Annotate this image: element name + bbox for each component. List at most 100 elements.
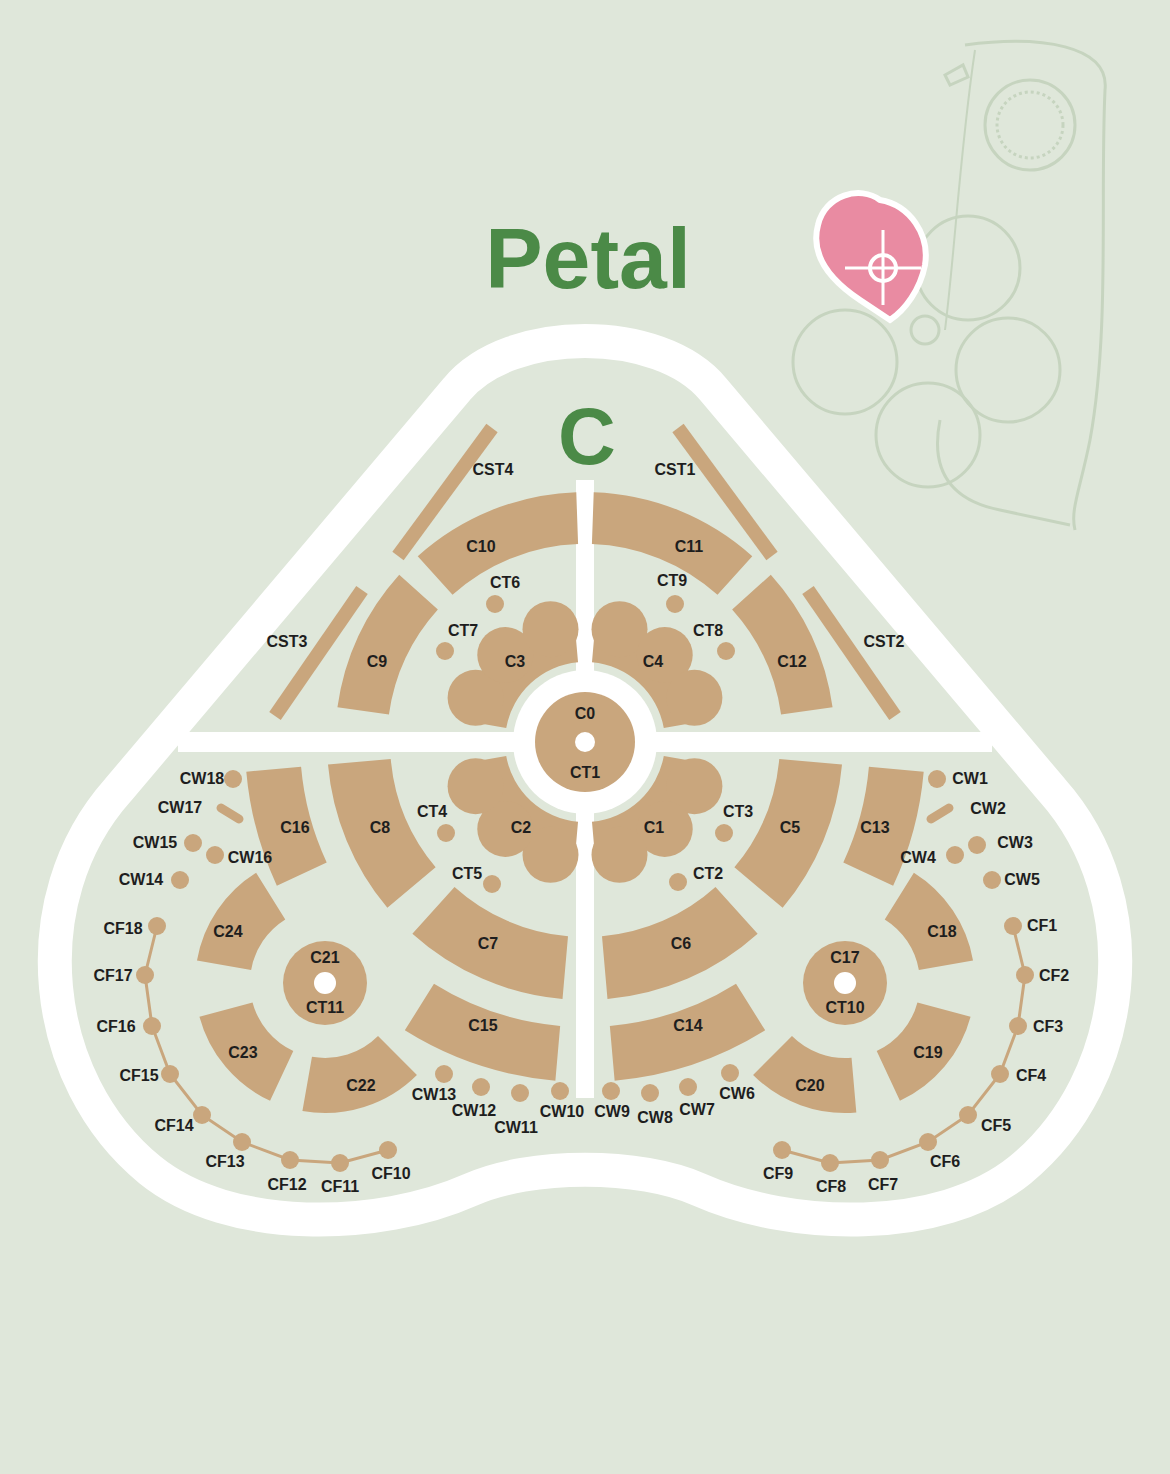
bed-shape [412, 887, 568, 999]
tree-dot [136, 966, 154, 984]
tree-dot [331, 1154, 349, 1172]
bed-shape [877, 1002, 971, 1100]
bed-code-label: CT8 [693, 622, 723, 640]
garden-bed: C23 [226, 1042, 259, 1064]
tree-dot [551, 1082, 569, 1100]
bed-label: C16 [280, 819, 309, 837]
tree-dot [143, 1017, 161, 1035]
tree-dot [959, 1106, 977, 1124]
ring-hole [575, 732, 595, 752]
garden-bed: C5 [778, 817, 802, 839]
garden-bed: C1 [642, 817, 666, 839]
garden-bed: C24 [211, 921, 244, 943]
bed-shape [283, 941, 367, 1025]
tree-dot [983, 871, 1001, 889]
bed-code-label: CST1 [655, 461, 696, 479]
bed-code-label: CW2 [970, 800, 1006, 818]
tree-dot [721, 1064, 739, 1082]
strip-bed [678, 428, 772, 556]
bed-shape [753, 1036, 856, 1113]
path-divider [576, 480, 594, 680]
garden-bed: C19 [911, 1042, 944, 1064]
bed-shape [302, 1036, 416, 1113]
bed-shape [602, 887, 758, 999]
bed-code-label: CW1 [952, 770, 988, 788]
garden-bed: C16 [278, 817, 311, 839]
tree-dot [717, 642, 735, 660]
bed-code-label: CF8 [816, 1178, 846, 1196]
bed-code-label: CST3 [267, 633, 308, 651]
tree-dot [1009, 1017, 1027, 1035]
bed-label: C9 [367, 653, 387, 671]
bed-label: C19 [913, 1044, 942, 1062]
bed-label: C8 [370, 819, 390, 837]
petal-outline [55, 341, 1115, 1220]
bed-code-label: CW15 [133, 834, 177, 852]
tree-dot [281, 1151, 299, 1169]
garden-bed: C7 [476, 933, 500, 955]
tree-dot [511, 1084, 529, 1102]
tree-dot [919, 1133, 937, 1151]
section-letter: C [558, 393, 616, 481]
bed-shape [535, 692, 635, 792]
bed-label: C23 [228, 1044, 257, 1062]
tree-dot [483, 875, 501, 893]
bed-code-label: CF15 [119, 1067, 158, 1085]
bed-code-label: CF2 [1039, 967, 1069, 985]
bed-code-label: CW10 [540, 1103, 584, 1121]
tree-dot [641, 1084, 659, 1102]
garden-bed: C11 [673, 536, 705, 558]
tree-dot [715, 824, 733, 842]
bed-label: C7 [478, 935, 498, 953]
tree-dot [437, 824, 455, 842]
bed-label: C13 [860, 819, 889, 837]
bed-label: C14 [673, 1017, 702, 1035]
bed-label: C24 [213, 923, 242, 941]
bed-shape [448, 758, 504, 814]
bed-code-label: CW11 [494, 1119, 538, 1137]
bed-code-label: CT2 [693, 865, 723, 883]
tree-dot [379, 1141, 397, 1159]
bed-shape [610, 984, 765, 1081]
garden-bed: C22 [344, 1075, 377, 1097]
bed-label: CT1 [570, 764, 600, 782]
garden-bed: C13 [858, 817, 891, 839]
tree-dot [224, 770, 242, 788]
bed-code-label: CW3 [997, 834, 1033, 852]
bed-code-label: CW12 [452, 1102, 496, 1120]
bed-label: C12 [777, 653, 806, 671]
bed-code-label: CW9 [594, 1103, 630, 1121]
garden-bed: C17CT10 [823, 947, 866, 1019]
bed-code-label: CF4 [1016, 1067, 1046, 1085]
garden-bed: C0CT1 [568, 703, 602, 784]
garden-bed: C2 [509, 817, 533, 839]
tree-dot [946, 846, 964, 864]
tree-dot [666, 595, 684, 613]
bed-shape [199, 1002, 293, 1100]
strip-bed [398, 428, 492, 556]
bed-shape [591, 827, 647, 883]
bed-code-label: CT7 [448, 622, 478, 640]
bed-code-label: CW18 [180, 770, 224, 788]
garden-bed: C14 [671, 1015, 704, 1037]
bed-code-label: CF5 [981, 1117, 1011, 1135]
bed-shape [246, 767, 326, 886]
bed-shape [405, 984, 560, 1081]
garden-bed: C18 [925, 921, 958, 943]
tree-dot [968, 836, 986, 854]
tree-dot [206, 846, 224, 864]
garden-bed: C8 [368, 817, 392, 839]
bed-shape [197, 873, 285, 970]
bed-code-label: CW5 [1004, 871, 1040, 889]
mini-map [793, 41, 1105, 530]
bed-label: C21 [310, 949, 339, 967]
map-title: Petal [485, 210, 691, 306]
bed-code-label: CF7 [868, 1176, 898, 1194]
bed-code-label: CF16 [96, 1018, 135, 1036]
bed-label: CT11 [306, 999, 344, 1017]
tree-dot [148, 917, 166, 935]
garden-bed: C20 [793, 1075, 826, 1097]
strip-bed [808, 590, 895, 716]
tree-dot [991, 1065, 1009, 1083]
bed-label: C5 [780, 819, 800, 837]
